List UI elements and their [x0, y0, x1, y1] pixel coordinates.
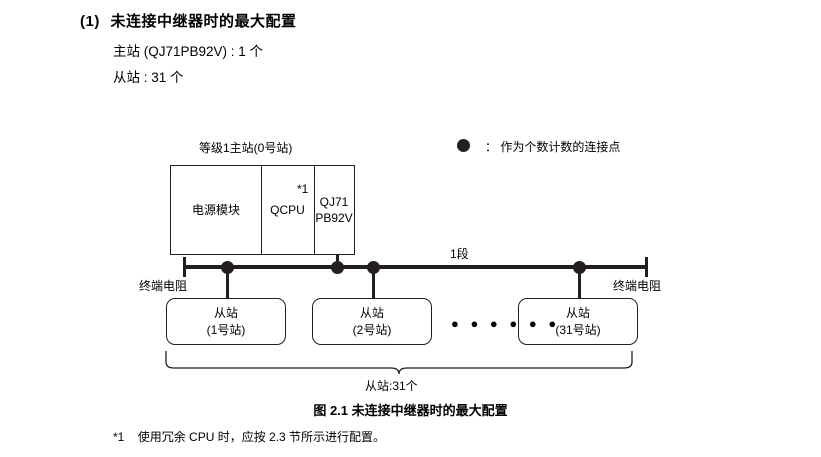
- ellipsis-dots: ● ● ● ● ● ●: [451, 316, 561, 331]
- section-title: 未连接中继器时的最大配置: [110, 13, 297, 30]
- terminator-tick-left: [183, 257, 186, 277]
- terminator-label-right: 终端电阻: [613, 279, 662, 293]
- slave-31-sub: (31号站): [555, 322, 601, 337]
- figure-caption: 图 2.1 未连接中继器时的最大配置: [313, 403, 508, 418]
- legend-dot-icon: [457, 139, 470, 152]
- connection-dot-master: [331, 261, 344, 274]
- divider-2: [314, 166, 315, 254]
- slave-box-2: 从站 (2号站): [312, 298, 432, 345]
- footnote-mark-diagram: *1: [297, 182, 309, 196]
- spec-line-slave: 从站 : 31 个: [113, 70, 184, 85]
- drop-line-master: [336, 255, 339, 267]
- terminator-tick-right: [645, 257, 648, 277]
- drop-line-slave-2: [372, 267, 375, 298]
- divider-1: [261, 166, 262, 254]
- master-group-label: 等级1主站(0号站): [199, 141, 293, 155]
- segment-label: 1段: [450, 247, 469, 261]
- footnote-text: 使用冗余 CPU 时，应按 2.3 节所示进行配置。: [137, 430, 386, 444]
- footnote-mark: *1: [113, 430, 125, 444]
- slave-31-title: 从站: [565, 305, 590, 320]
- slave-1-sub: (1号站): [206, 322, 246, 337]
- terminator-label-left: 终端电阻: [139, 279, 188, 293]
- slave-box-31: 从站 (31号站): [518, 298, 638, 345]
- brace-label: 从站:31个: [365, 379, 418, 393]
- slave-box-1: 从站 (1号站): [166, 298, 286, 345]
- master-station-box: 电源模块 QCPU QJ71 PB92V: [170, 165, 355, 255]
- slave-2-sub: (2号站): [352, 322, 392, 337]
- cell-power-module: 电源模块: [191, 202, 240, 217]
- bus-line: [183, 265, 648, 269]
- section-heading: (1) 未连接中继器时的最大配置: [80, 10, 297, 31]
- drop-line-slave-1: [226, 267, 229, 298]
- slave-count-brace: [165, 351, 633, 375]
- legend-label: ： 作为个数计数的连接点: [485, 140, 621, 154]
- spec-line-master: 主站 (QJ71PB92V) : 1 个: [113, 44, 264, 59]
- slave-1-title: 从站: [213, 305, 238, 320]
- footnote: *1 使用冗余 CPU 时，应按 2.3 节所示进行配置。: [113, 428, 385, 445]
- cell-qcpu: QCPU: [270, 202, 305, 217]
- slave-2-title: 从站: [359, 305, 384, 320]
- section-number: (1): [80, 13, 100, 30]
- cell-qj71pb92v: QJ71 PB92V: [315, 194, 353, 225]
- drop-line-slave-31: [578, 267, 581, 298]
